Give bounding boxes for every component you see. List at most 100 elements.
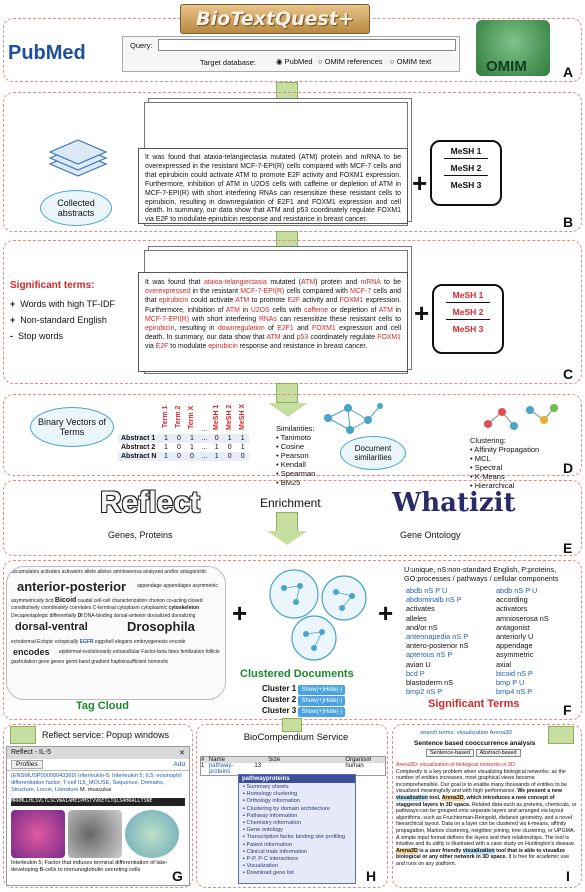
mesh-term: MeSH 2 <box>446 303 490 320</box>
sig-term[interactable]: appendage <box>496 641 533 651</box>
panel-d <box>3 394 582 476</box>
sig-term[interactable]: according <box>496 595 528 605</box>
menu-item[interactable]: ▪ Download gene list <box>243 870 294 877</box>
mesh-box-c: MeSH 1 MeSH 2 MeSH 3 <box>432 284 504 354</box>
column-header: MeSH 1 <box>213 404 221 430</box>
biocompendium-title: BioCompendium Service <box>243 732 349 743</box>
sig-term[interactable]: abdb nS P U <box>406 586 448 595</box>
radio-icon: ○ <box>318 57 323 66</box>
term-rule: + Words with high TF-IDF <box>10 299 115 309</box>
plus-icon: + <box>412 168 428 198</box>
sig-term[interactable]: avian U <box>406 659 431 669</box>
sig-term[interactable]: anteriorly U <box>496 632 534 642</box>
tab-profiles[interactable]: Profiles <box>11 760 43 769</box>
sig-term[interactable]: antero-posterior nS <box>406 641 469 651</box>
sig-term[interactable]: blastoderm nS <box>406 678 454 688</box>
tag-cloud-label: Tag Cloud <box>76 700 129 712</box>
sig-terms-left-col: abdb nS P U abdominalb nS P activates al… <box>406 586 468 696</box>
menu-item[interactable]: ▪ Chemistry information <box>243 820 301 827</box>
reflect-service-title: Reflect service: Popup windows <box>42 730 170 740</box>
menu-item[interactable]: ▪ Summary sheets <box>243 784 289 790</box>
search-terms-line: search terms: visualization Arena3D <box>420 730 513 736</box>
sig-term[interactable]: apterous nS P <box>406 650 453 660</box>
clustered-documents-title: Clustered Documents <box>240 668 354 680</box>
sig-term[interactable]: antagonist <box>496 622 530 632</box>
enrichment-arrow <box>276 512 298 532</box>
menu-item[interactable]: ▪ Transcription factor binding site prof… <box>243 834 346 841</box>
radio-selected-icon: ◉ <box>276 57 283 66</box>
menu-item[interactable]: ▪ Visualization <box>243 863 278 870</box>
menu-item[interactable]: ▪ Orthology information <box>243 798 301 805</box>
sig-term[interactable]: bmp P U <box>496 678 525 688</box>
abstract-text-c: It was found that ataxia-telangiectasia … <box>138 272 408 372</box>
panel-label-e: E <box>563 540 573 556</box>
sig-term[interactable]: antennapedia nS P <box>406 632 469 642</box>
show-hide-button[interactable]: Show(+)Hide(-) <box>298 685 346 695</box>
sig-term[interactable]: abdb nS P U <box>496 586 538 595</box>
reflect-subtitle: Genes, Proteins <box>108 530 173 540</box>
query-input[interactable] <box>158 39 456 51</box>
show-hide-button[interactable]: Show(+)Hide(-) <box>298 707 346 717</box>
sig-term[interactable]: bcd P <box>406 668 425 678</box>
plus-icon: + <box>378 598 394 628</box>
panel-label-i: I <box>566 868 570 884</box>
sig-term[interactable]: activates <box>406 604 435 614</box>
cluster-row: Cluster 3 Show(+)Hide(-) <box>262 706 346 717</box>
menu-item[interactable]: ▪ Gene ontology <box>243 827 283 834</box>
mesh-box-b: MeSH 1 MeSH 2 MeSH 3 <box>430 140 502 206</box>
query-label: Query: <box>130 41 153 50</box>
menu-item[interactable]: ▪ P-P, P-C interactions <box>243 856 299 863</box>
sig-term[interactable]: activators <box>496 604 528 614</box>
whatizit-subtitle: Gene Ontology <box>400 530 461 540</box>
document-similarities-node: Document similarities <box>340 436 406 470</box>
tab-add[interactable]: Add <box>173 761 185 768</box>
cluster-network-icon <box>484 404 558 430</box>
significant-terms-label: Significant Terms <box>428 698 520 710</box>
popup-info: (ENSMUSP00000043369) Interleukin-5; Inte… <box>11 773 182 793</box>
term-rule: - Stop words <box>10 331 64 341</box>
close-icon[interactable]: ✕ <box>179 750 185 757</box>
cluster-list: Cluster 1 Show(+)Hide(-) Cluster 2 Show(… <box>262 684 346 717</box>
sig-term[interactable]: bmp4 nS P <box>496 687 533 697</box>
menu-list: ▪ Summary sheets ▪ Homology clustering ▪… <box>239 783 355 879</box>
radio-pubmed[interactable]: ◉ PubMed <box>276 57 313 66</box>
sig-term[interactable]: amnioserosa nS <box>496 613 549 623</box>
menu-item[interactable]: ▪ Homology clustering <box>243 791 298 798</box>
table-header-row: # Name Size Organism <box>201 757 385 763</box>
mesh-term: MeSH 3 <box>452 324 484 334</box>
mesh-term: MeSH 1 <box>444 142 488 159</box>
radio-omim-text[interactable]: ○ OMIM text <box>390 57 432 66</box>
panel-i <box>392 724 582 888</box>
menu-item[interactable]: ▪ Patent information <box>243 841 292 848</box>
sig-term[interactable]: alleles <box>406 613 427 623</box>
enrichment-arrow-head <box>267 531 307 545</box>
menu-item[interactable]: ▪ Clustering by domain architecture <box>243 805 330 812</box>
menu-item[interactable]: ▪ Clinical trials information <box>243 848 308 855</box>
clustered-documents-graph <box>269 569 367 661</box>
table-row[interactable]: 1 pathway-proteins 13 human <box>201 763 364 775</box>
sig-term[interactable]: asymmetric <box>496 650 534 660</box>
radio-omim-references[interactable]: ○ OMIM references <box>318 57 383 66</box>
sig-term[interactable]: bicoid nS P <box>496 668 533 678</box>
tag-cloud: accumulates activates activators allele … <box>6 566 226 700</box>
significant-terms-title: Significant terms: <box>10 280 95 291</box>
sig-term[interactable]: abdominalb nS P <box>406 595 462 605</box>
target-db-label: Target database: <box>200 58 256 67</box>
term-rule: + Non-standard English <box>10 315 107 325</box>
panel-label-g: G <box>172 868 183 884</box>
sig-term[interactable]: bmp2 nS P <box>406 687 443 697</box>
panel-label-h: H <box>366 868 377 884</box>
show-hide-button[interactable]: Show(+)Hide(-) <box>298 696 346 706</box>
panel-label-a: A <box>563 64 574 80</box>
cluster-row: Cluster 2 Show(+)Hide(-) <box>262 695 346 706</box>
stacked-abstracts-icon <box>48 139 108 177</box>
flow-arrow <box>268 383 308 417</box>
sentence-based-button[interactable]: Sentence-based <box>426 749 475 757</box>
cell-image <box>125 810 179 858</box>
menu-item[interactable]: ▪ Pathway information <box>243 812 298 819</box>
sig-term[interactable]: and/or nS <box>406 622 438 632</box>
abstract-based-button[interactable]: Abstract-based <box>475 749 521 757</box>
sig-term[interactable]: axial <box>496 659 512 669</box>
column-header: ... <box>201 426 208 433</box>
